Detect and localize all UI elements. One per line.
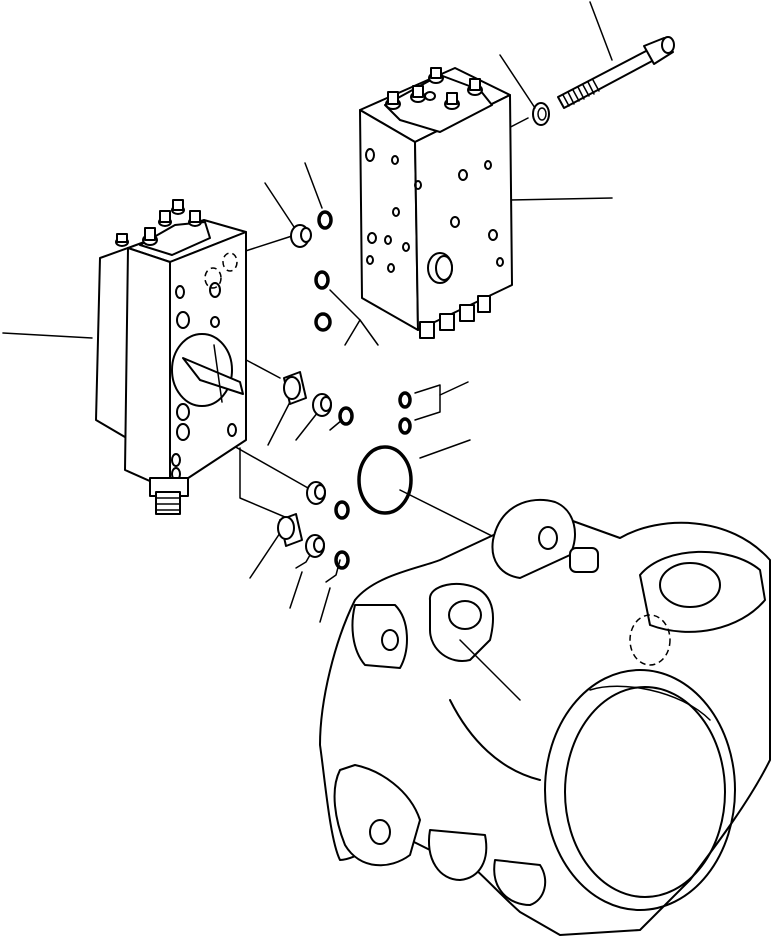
bolt-thread	[562, 79, 600, 107]
left-adjust-screw	[149, 477, 189, 515]
o-ring-4	[398, 391, 412, 409]
internal-lever	[182, 357, 244, 395]
plug-top	[290, 224, 312, 248]
housing-top-boss	[491, 498, 576, 579]
housing-contour	[449, 699, 541, 781]
o-ring-5	[398, 417, 412, 435]
bore-edge	[589, 685, 711, 721]
upper-block-left	[359, 109, 419, 331]
leader-left-block	[2, 332, 93, 339]
small-o-rings	[314, 210, 412, 570]
housing-left-boss	[351, 604, 408, 669]
plug-a	[283, 371, 307, 405]
centerline-3	[239, 447, 293, 521]
pump-housing	[319, 498, 771, 936]
upper-top-bolts	[385, 67, 483, 110]
housing-ridge	[459, 639, 521, 701]
o-ring-6	[338, 406, 354, 426]
hidden-port-2	[222, 252, 238, 272]
housing-foot-2	[493, 859, 547, 906]
leader-oring-pair-bracket	[329, 289, 361, 346]
o-ring-1	[317, 210, 333, 230]
left-boss-hole	[381, 629, 399, 651]
leader-plug-b	[295, 411, 319, 441]
leader-upper-block	[509, 197, 613, 201]
leader-washer	[499, 54, 536, 109]
upper-right-ports	[450, 160, 504, 267]
washer-outer	[532, 102, 550, 126]
hidden-port-1	[204, 267, 222, 289]
left-valve-block	[95, 199, 247, 515]
o-ring-3	[314, 312, 332, 332]
boss-hole	[538, 526, 558, 550]
bolt	[557, 36, 675, 109]
main-bore-outer	[544, 669, 736, 911]
plugs	[277, 224, 332, 558]
plug-e	[305, 534, 325, 558]
washer-inner	[537, 107, 547, 121]
leader-small-oring	[439, 381, 469, 396]
plug-c	[306, 481, 326, 505]
left-cover-plate	[139, 221, 211, 256]
hidden-port-housing	[629, 614, 671, 666]
lever-pin	[213, 344, 223, 403]
leader-large-oring	[419, 439, 471, 459]
o-ring-8	[334, 550, 350, 570]
mid-boss-hole	[448, 600, 482, 630]
main-bore-inner	[564, 686, 726, 898]
upper-left-ports	[365, 148, 422, 273]
housing-mid-boss	[429, 582, 494, 662]
housing-foot-1	[428, 829, 488, 881]
upper-side-plug-face	[435, 255, 453, 281]
left-block-right	[169, 231, 247, 491]
housing-lower-boss	[333, 764, 421, 867]
plug-b	[312, 393, 332, 417]
leader-plug-e	[289, 571, 303, 609]
left-top-bolts	[115, 199, 202, 247]
right-port-hole	[659, 562, 721, 608]
large-o-ring	[357, 445, 413, 515]
upper-valve-block	[359, 67, 513, 339]
lower-boss-hole	[369, 819, 391, 845]
leader-bolt	[589, 1, 613, 61]
o-ring-2	[314, 270, 330, 290]
leader-plug-a	[267, 401, 291, 446]
washer	[532, 102, 550, 126]
leader-oring-pair	[359, 319, 379, 346]
leader-plug-top	[264, 182, 297, 231]
leader-plug-d	[249, 529, 283, 579]
o-ring-7	[334, 500, 350, 520]
left-block-front	[124, 247, 171, 491]
upper-bottom-fittings	[419, 295, 491, 339]
leader-oring-f	[319, 587, 331, 623]
bolt-head-face	[661, 36, 675, 54]
leader-oring-top	[304, 162, 323, 209]
leader-small-oring-bracket	[414, 384, 441, 421]
left-block-bore	[171, 333, 233, 407]
plug-d	[277, 513, 303, 547]
housing-right-port	[639, 550, 766, 633]
housing-cap	[569, 547, 599, 573]
